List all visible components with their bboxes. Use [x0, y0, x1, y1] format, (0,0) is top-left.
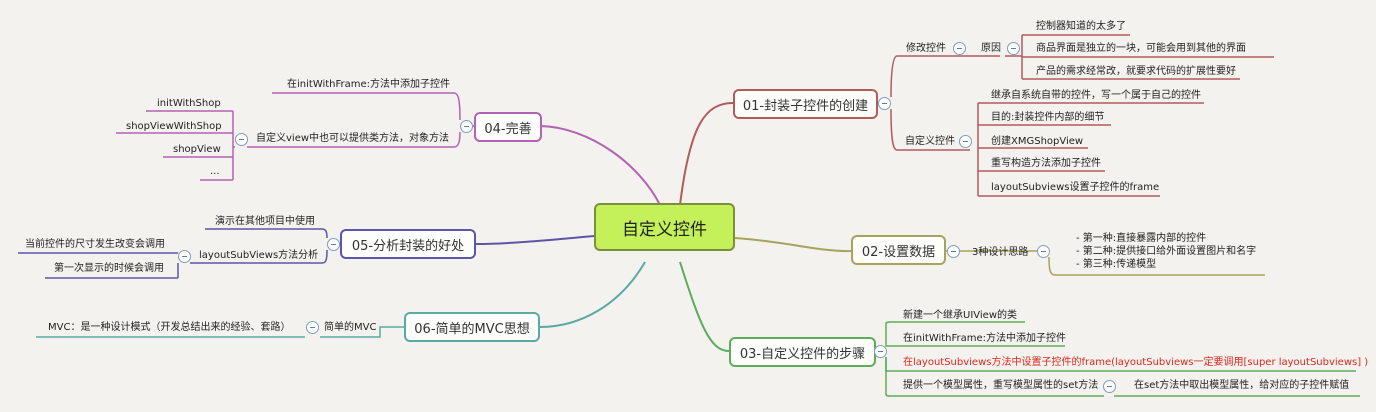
collapse-minus-icon[interactable] [877, 96, 891, 110]
central-topic[interactable]: 自定义控件 [594, 203, 735, 251]
collapse-minus-icon[interactable] [459, 119, 473, 133]
benefit-item[interactable]: layoutSubViews方法分析 [199, 250, 319, 261]
branch-05-node[interactable]: 05-分析封装的好处 [340, 229, 476, 259]
collapse-minus-icon[interactable] [234, 132, 248, 146]
branch-02-node[interactable]: 02-设置数据 [851, 235, 946, 265]
custom-item[interactable]: 继承自系统自带的控件，写一个属于自己的控件 [991, 90, 1201, 101]
method-item[interactable]: shopView [173, 144, 221, 155]
custom-control-label[interactable]: 自定义控件 [905, 136, 955, 147]
perfect-item[interactable]: 在initWithFrame:方法中添加子控件 [287, 79, 451, 90]
method-item[interactable]: ... [210, 166, 220, 177]
design-idea-item[interactable]: - 第一种:直接暴露内部的控件 [1076, 233, 1207, 244]
collapse-minus-icon[interactable] [326, 237, 340, 251]
benefit-item[interactable]: 演示在其他项目中使用 [215, 216, 315, 227]
custom-item[interactable]: 重写构造方法添加子控件 [991, 158, 1101, 169]
collapse-minus-icon[interactable] [1006, 41, 1020, 55]
custom-item[interactable]: 创建XMGShopView [991, 136, 1084, 147]
perfect-item[interactable]: 自定义view中也可以提供类方法，对象方法 [256, 133, 450, 144]
modify-control-label[interactable]: 修改控件 [906, 43, 946, 54]
collapse-minus-icon[interactable] [1102, 379, 1116, 393]
collapse-minus-icon[interactable] [946, 244, 960, 258]
mvc-label[interactable]: 简单的MVC [324, 322, 377, 333]
set-method-detail[interactable]: 在set方法中取出模型属性，给对应的子控件赋值 [1134, 380, 1350, 391]
layout-call-reason[interactable]: 第一次显示的时候会调用 [54, 263, 164, 274]
branch-03-node[interactable]: 03-自定义控件的步骤 [729, 337, 876, 367]
step-item[interactable]: 在initWithFrame:方法中添加子控件 [903, 333, 1067, 344]
branch-06-node[interactable]: 06-简单的MVC思想 [404, 312, 540, 342]
custom-item[interactable]: layoutSubviews设置子控件的frame [991, 182, 1160, 193]
step-item-highlighted[interactable]: 在layoutSubviews方法中设置子控件的frame(layoutSubv… [903, 357, 1369, 368]
design-ideas-label[interactable]: 3种设计思路 [972, 247, 1029, 258]
reason-item[interactable]: 产品的需求经常改，就要求代码的扩展性要好 [1036, 66, 1236, 77]
method-item[interactable]: shopViewWithShop [126, 121, 222, 132]
branch-04-node[interactable]: 04-完善 [474, 112, 542, 142]
collapse-minus-icon[interactable] [1036, 244, 1050, 258]
reason-label[interactable]: 原因 [981, 43, 1001, 54]
branch-01-node[interactable]: 01-封装子控件的创建 [733, 89, 878, 119]
step-item[interactable]: 新建一个继承UIView的类 [903, 310, 1017, 321]
custom-item[interactable]: 目的:封装控件内部的细节 [991, 112, 1105, 123]
reason-item[interactable]: 商品界面是独立的一块，可能会用到其他的界面 [1036, 43, 1246, 54]
design-idea-item[interactable]: - 第三种:传递模型 [1076, 259, 1157, 270]
step-item[interactable]: 提供一个模型属性，重写模型属性的set方法 [903, 380, 1099, 391]
collapse-minus-icon[interactable] [177, 249, 191, 263]
layout-call-reason[interactable]: 当前控件的尺寸发生改变会调用 [25, 239, 165, 250]
collapse-minus-icon[interactable] [958, 134, 972, 148]
collapse-minus-icon[interactable] [305, 320, 319, 334]
reason-item[interactable]: 控制器知道的太多了 [1036, 21, 1126, 32]
design-idea-item[interactable]: - 第二种:提供接口给外面设置图片和名字 [1076, 246, 1257, 257]
mvc-detail[interactable]: MVC：是一种设计模式（开发总结出来的经验、套路） [48, 322, 291, 333]
method-item[interactable]: initWithShop [157, 98, 221, 109]
collapse-minus-icon[interactable] [873, 344, 887, 358]
collapse-minus-icon[interactable] [952, 41, 966, 55]
